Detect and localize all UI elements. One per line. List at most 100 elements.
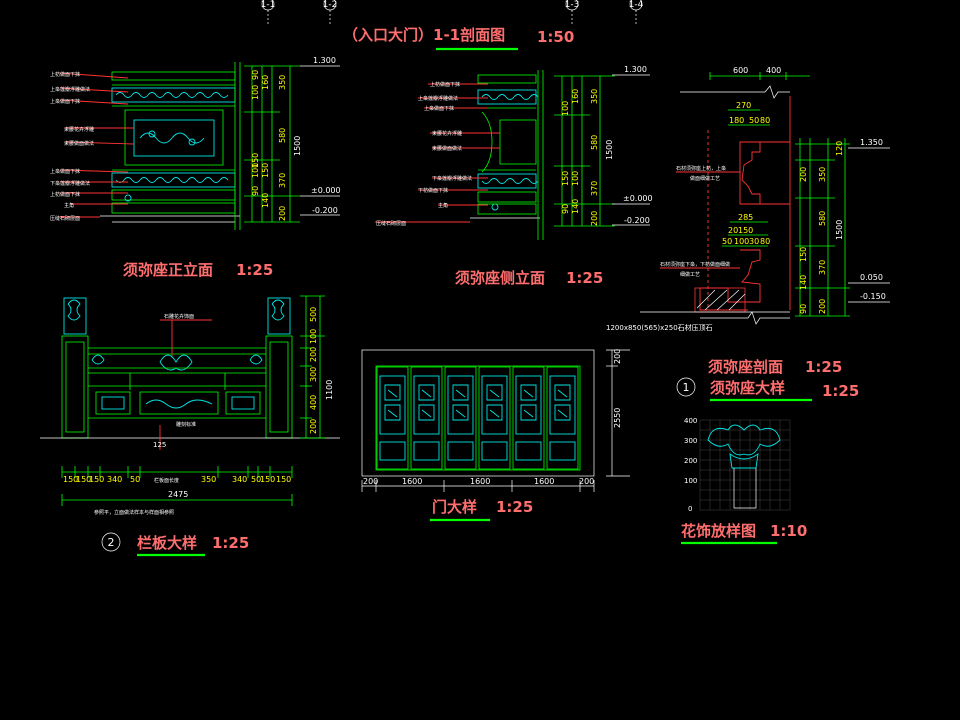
railing-bottom-dims: 150 150 150 340 50 350 340 50 150 150 24… <box>61 466 293 506</box>
door-panels <box>376 366 579 470</box>
svg-text:580: 580 <box>818 211 827 226</box>
svg-text:100: 100 <box>561 101 570 116</box>
svg-text:350: 350 <box>278 75 287 90</box>
pedestal-section-levels: 1.350 0.050 -0.150 <box>848 138 890 303</box>
svg-text:500: 500 <box>309 307 318 322</box>
svg-text:1500: 1500 <box>293 136 302 156</box>
svg-text:做面细做工艺: 做面细做工艺 <box>690 175 720 182</box>
svg-text:上枋做面下抹: 上枋做面下抹 <box>50 191 80 198</box>
front-elevation-dims: 350 100 160 580 1500 100 150 370 140 200… <box>244 65 302 223</box>
svg-text:270: 270 <box>736 101 751 110</box>
svg-text:160: 160 <box>571 89 580 104</box>
svg-text:150: 150 <box>89 475 104 484</box>
svg-text:1:25: 1:25 <box>805 358 842 376</box>
svg-text:上枋做面下抹: 上枋做面下抹 <box>50 71 80 78</box>
svg-text:400: 400 <box>766 66 781 75</box>
svg-text:370: 370 <box>590 181 599 196</box>
svg-text:压缝石砌层面: 压缝石砌层面 <box>50 215 80 222</box>
svg-text:200: 200 <box>579 477 594 486</box>
svg-text:1200x850(565)x250石材压顶石: 1200x850(565)x250石材压顶石 <box>606 323 713 332</box>
svg-text:50: 50 <box>130 475 140 484</box>
svg-text:1:50: 1:50 <box>537 28 574 46</box>
ornament-detail: 400 300 200 100 0 花饰放样图 1:10 <box>681 417 807 545</box>
svg-text:主角: 主角 <box>438 202 448 209</box>
svg-text:180: 180 <box>729 116 744 125</box>
svg-text:350: 350 <box>201 475 216 484</box>
svg-text:1-4: 1-4 <box>629 0 644 10</box>
svg-text:100: 100 <box>571 171 580 186</box>
svg-text:1.300: 1.300 <box>624 65 647 74</box>
svg-text:下枭莲瓣浮雕做法: 下枭莲瓣浮雕做法 <box>432 175 472 182</box>
railing-labels: 石雕花卉饰面 雕刻标准 栏板面长度 参照平，立面做法样本与样面相参照 <box>94 313 212 516</box>
svg-text:1.350: 1.350 <box>860 138 883 147</box>
svg-text:门大样: 门大样 <box>432 498 477 516</box>
svg-text:1:25: 1:25 <box>212 534 249 552</box>
grid-markers: 1-1 1-2 1-3 1-4 <box>261 0 644 26</box>
railing-right-dims: 500 100 200 300 1100 400 200 <box>300 295 334 439</box>
grid-marker-3: 1-3 <box>565 0 580 26</box>
section-title: （入口大门）1-1剖面图 1:50 <box>343 26 574 51</box>
svg-text:90: 90 <box>251 70 260 80</box>
svg-text:140: 140 <box>571 199 580 214</box>
svg-text:200: 200 <box>684 457 697 465</box>
svg-text:580: 580 <box>590 135 599 150</box>
svg-text:2475: 2475 <box>168 490 188 499</box>
svg-text:150: 150 <box>260 475 275 484</box>
svg-text:370: 370 <box>278 173 287 188</box>
svg-text:400: 400 <box>684 417 697 425</box>
svg-text:石材须弥座上枋，上枭: 石材须弥座上枋，上枭 <box>676 165 726 172</box>
svg-text:须弥座正立面: 须弥座正立面 <box>123 261 213 279</box>
svg-text:20: 20 <box>728 226 738 235</box>
svg-text:上枭做面下抹: 上枭做面下抹 <box>50 168 80 175</box>
svg-text:参照平，立面做法样本与样面相参照: 参照平，立面做法样本与样面相参照 <box>94 509 174 516</box>
svg-text:150: 150 <box>799 247 808 262</box>
svg-text:须弥座大样: 须弥座大样 <box>710 379 785 397</box>
svg-text:300: 300 <box>309 367 318 382</box>
pedestal-section-notes: 石材须弥座上枋，上枭 做面细做工艺 石材须弥座下枭，下枋做面细做 细做工艺 12… <box>606 165 740 332</box>
svg-text:200: 200 <box>309 347 318 362</box>
side-elevation-labels: 上枋做面下抹 上枭莲瓣浮雕做法 上枭做面下抹 束腰花卉浮雕 束腰做面做法 下枭莲… <box>375 81 500 227</box>
svg-text:1: 1 <box>683 381 690 394</box>
svg-text:100: 100 <box>251 163 260 178</box>
svg-text:1:10: 1:10 <box>770 522 807 540</box>
svg-text:1100: 1100 <box>325 380 334 400</box>
svg-text:花饰放样图: 花饰放样图 <box>681 522 756 540</box>
svg-text:200: 200 <box>278 206 287 221</box>
svg-text:栏板面长度: 栏板面长度 <box>154 477 179 484</box>
side-elevation-levels: 1.300 ±0.000 -0.200 <box>612 65 653 226</box>
svg-text:340: 340 <box>232 475 247 484</box>
svg-text:1.300: 1.300 <box>313 56 336 65</box>
svg-text:100: 100 <box>734 237 749 246</box>
pedestal-section-mid-dims: 285 20 150 50 100 30 80 <box>722 213 770 247</box>
svg-text:1-3: 1-3 <box>565 0 580 10</box>
svg-text:400: 400 <box>309 395 318 410</box>
svg-text:50: 50 <box>722 237 732 246</box>
railing-detail: 125 石雕花卉饰面 雕刻标准 栏板面长度 参照平，立面做法样本与样面相参照 5… <box>40 295 340 557</box>
svg-text:-0.150: -0.150 <box>860 292 886 301</box>
svg-text:200: 200 <box>309 419 318 434</box>
front-elevation-levels: 1.300 ±0.000 -0.200 <box>300 56 341 216</box>
svg-text:细做工艺: 细做工艺 <box>680 271 700 278</box>
svg-text:370: 370 <box>818 260 827 275</box>
svg-text:30: 30 <box>749 237 759 246</box>
svg-text:束腰做面做法: 束腰做面做法 <box>432 145 462 152</box>
svg-text:2550: 2550 <box>613 408 622 428</box>
grid-marker-4: 1-4 <box>629 0 644 26</box>
svg-text:1-2: 1-2 <box>323 0 338 10</box>
svg-text:580: 580 <box>278 128 287 143</box>
side-elevation: 上枋做面下抹 上枭莲瓣浮雕做法 上枭做面下抹 束腰花卉浮雕 束腰做面做法 下枭莲… <box>375 65 653 287</box>
svg-text:须弥座剖面: 须弥座剖面 <box>708 358 783 376</box>
svg-text:150: 150 <box>63 475 78 484</box>
svg-text:1600: 1600 <box>402 477 422 486</box>
svg-text:束腰花卉浮雕: 束腰花卉浮雕 <box>64 126 94 133</box>
svg-text:0: 0 <box>688 505 692 513</box>
svg-text:150: 150 <box>561 171 570 186</box>
ornament-grid <box>699 419 791 511</box>
svg-text:100: 100 <box>251 85 260 100</box>
svg-text:上枋做面下抹: 上枋做面下抹 <box>430 81 460 88</box>
svg-text:栏板大样: 栏板大样 <box>137 534 197 552</box>
svg-text:200: 200 <box>818 299 827 314</box>
svg-text:-0.200: -0.200 <box>624 216 650 225</box>
svg-text:2: 2 <box>108 536 115 549</box>
